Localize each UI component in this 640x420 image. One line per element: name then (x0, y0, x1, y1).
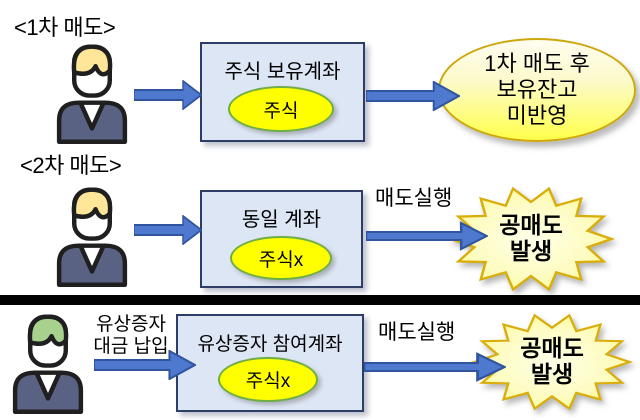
person-icon (12, 314, 84, 414)
result-1-line1: 1차 매도 후 (484, 51, 590, 77)
block-arrow-icon (366, 81, 460, 111)
result-ellipse-1: 1차 매도 후 보유잔고 미반영 (438, 38, 636, 142)
person-icon (56, 44, 128, 144)
capital-increase-note: 유상증자 대금 납입 (84, 314, 178, 358)
block-arrow-icon (364, 352, 506, 382)
section-divider (0, 295, 640, 305)
result-1-line3: 미반영 (506, 102, 568, 128)
stock-tag-2-label: 주식x (258, 249, 304, 271)
person-icon (56, 187, 128, 287)
block-arrow-icon (134, 215, 202, 245)
section1-label: <1차 매도> (14, 15, 116, 40)
result-2-line1: 공매도 (499, 212, 563, 239)
stock-tag-1-label: 주식 (263, 100, 299, 122)
result-1-line2: 보유잔고 (496, 77, 578, 103)
stock-tag-3: 주식x (218, 357, 318, 402)
section2-label: <2차 매도> (20, 153, 122, 178)
account-box-3-title: 유상증자 참여계좌 (197, 334, 343, 355)
result-2-line2: 발생 (509, 238, 553, 264)
result-3-line2: 발생 (530, 361, 574, 387)
block-arrow-icon (366, 221, 488, 251)
short-sell-result-2: 공매도 발생 (448, 185, 614, 293)
account-box-2-title: 동일 계좌 (241, 209, 322, 231)
sell-execute-label-3: 매도실행 (378, 321, 456, 344)
stock-tag-1: 주식 (228, 86, 334, 132)
block-arrow-icon (134, 80, 202, 110)
sell-execute-label-2: 매도실행 (375, 187, 453, 210)
stock-tag-2: 주식x (230, 236, 332, 280)
account-box-1-title: 주식 보유계좌 (224, 61, 341, 83)
note-line2: 대금 납입 (93, 336, 169, 358)
result-3-line1: 공매도 (520, 335, 584, 362)
short-sell-result-3: 공매도 발생 (472, 312, 632, 412)
stock-tag-3-label: 주식x (245, 371, 291, 392)
note-line1: 유상증자 (96, 314, 166, 335)
block-arrow-icon (94, 350, 196, 380)
